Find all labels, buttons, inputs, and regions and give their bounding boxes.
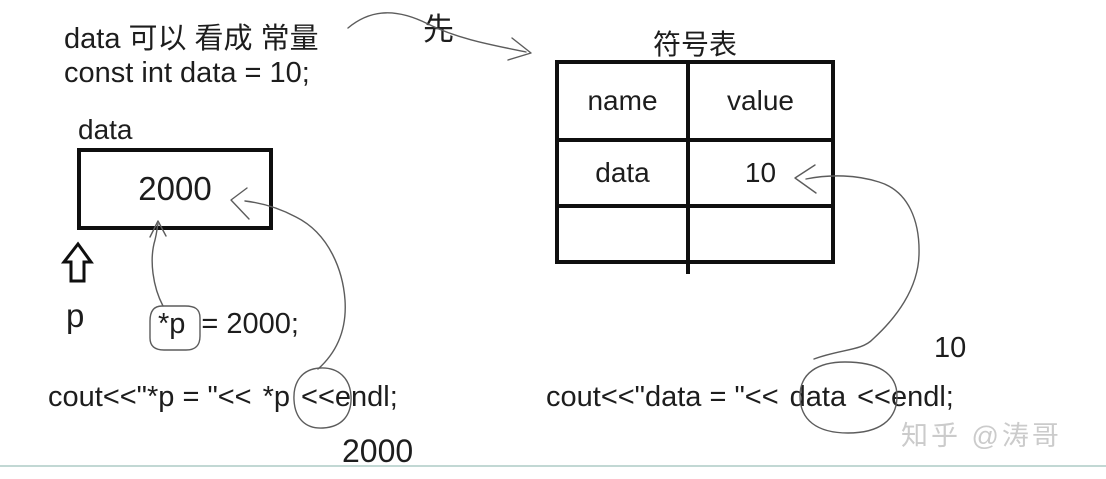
note-const-comment: data 可以 看成 常量 — [64, 23, 319, 55]
cout-left-suffix: <<endl; — [301, 381, 398, 413]
symbol-table — [555, 60, 835, 264]
cout-right-suffix: <<endl; — [857, 381, 954, 413]
up-arrow-icon — [60, 241, 94, 283]
note-const-declaration: const int data = 10; — [64, 57, 310, 89]
assignment-circled-token: *p — [158, 308, 186, 340]
symbol-table-empty-cell-value — [690, 208, 831, 260]
output-value-10: 10 — [934, 332, 967, 364]
symbol-table-cell-name: data — [595, 157, 650, 188]
footer-divider-line — [0, 465, 1106, 467]
arrow-assignment-to-box-icon — [151, 223, 164, 307]
cout-statement-pointer: cout<<"*p = "<< *p <<endl; — [48, 381, 398, 414]
memory-box-value: 2000 — [138, 170, 212, 207]
output-value-2000: 2000 — [342, 433, 414, 469]
memory-box-label: data — [78, 114, 133, 145]
symbol-table-row-divider-1 — [558, 138, 832, 142]
symbol-table-row-divider-2 — [558, 204, 832, 208]
symbol-table-cell-value: 10 — [744, 157, 777, 188]
cout-left-circled-token: *p — [262, 381, 291, 413]
assignment-rest: = 2000; — [201, 308, 299, 340]
memory-box: 2000 — [77, 148, 273, 230]
cout-statement-data: cout<<"data = "<< data <<endl; — [546, 381, 954, 414]
symbol-table-title: 符号表 — [652, 29, 737, 60]
cout-left-prefix: cout<<"*p = "<< — [48, 381, 252, 413]
cout-right-circled-token: data — [789, 381, 847, 413]
assignment-statement: *p = 2000; — [158, 308, 299, 341]
symbol-table-header-value: value — [727, 85, 794, 116]
arrowhead-to-symbol-table-icon — [507, 37, 532, 61]
pointer-label: p — [66, 297, 85, 334]
cout-right-prefix: cout<<"data = "<< — [546, 381, 779, 413]
symbol-table-column-divider — [686, 62, 690, 274]
symbol-table-header-name: name — [587, 85, 658, 116]
watermark: 知乎 @涛哥 — [901, 421, 1062, 451]
symbol-table-empty-cell-name — [559, 208, 686, 260]
order-hint-label: 先 — [423, 12, 454, 47]
